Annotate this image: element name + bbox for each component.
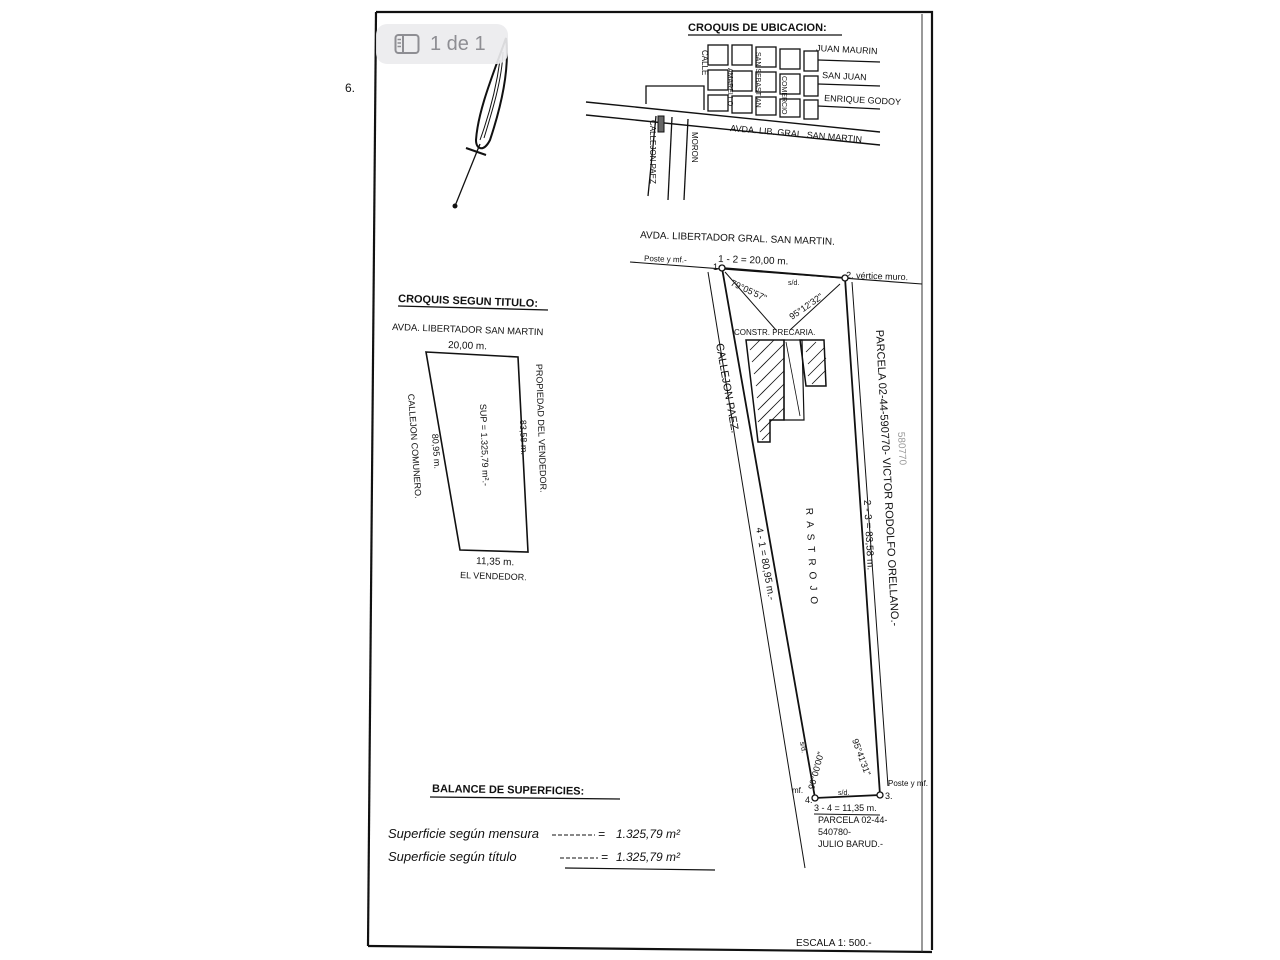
svg-text:SAN JUAN: SAN JUAN — [822, 70, 867, 82]
title-sketch: CROQUIS SEGUN TITULO: AVDA. LIBERTADOR S… — [392, 293, 549, 582]
svg-text:CALLE: CALLE — [700, 50, 709, 75]
svg-text:11,35 m.: 11,35 m. — [476, 556, 515, 568]
svg-text:RASTROJO: RASTROJO — [803, 508, 819, 611]
svg-text:SUP = 1.325,79 m².-: SUP = 1.325,79 m².- — [478, 404, 491, 486]
svg-text:2 - 3 = 83,58 m.: 2 - 3 = 83,58 m. — [861, 500, 876, 571]
svg-text:Poste y mf.-: Poste y mf.- — [644, 254, 687, 264]
location-sketch-title: CROQUIS DE UBICACION: — [688, 22, 827, 34]
svg-text:3 - 4 = 11,35 m.: 3 - 4 = 11,35 m. — [814, 803, 877, 813]
svg-text:EL VENDEDOR.: EL VENDEDOR. — [460, 570, 527, 582]
svg-text:ENRIQUE GODOY: ENRIQUE GODOY — [824, 93, 901, 107]
svg-text:CALLEJON PAEZ: CALLEJON PAEZ — [648, 120, 657, 184]
svg-text:JULIO BARUD.-: JULIO BARUD.- — [818, 839, 883, 849]
svg-text:580770: 580770 — [895, 432, 908, 466]
svg-text:1.: 1. — [713, 262, 721, 272]
frame-bottom — [367, 944, 933, 954]
svg-text:mf.: mf. — [792, 786, 803, 795]
page-indicator-button[interactable]: 1 de 1 — [376, 24, 508, 64]
svg-text:SAN SEBASTIAN: SAN SEBASTIAN — [754, 52, 761, 108]
svg-text:1.325,79 m²: 1.325,79 m² — [616, 827, 681, 841]
sidebar-icon — [394, 34, 420, 54]
svg-text:s/d.: s/d. — [788, 280, 799, 287]
stray-mark: 6. — [345, 81, 355, 95]
svg-text:AMARELLO: AMARELLO — [726, 68, 733, 107]
svg-text:80,95 m.: 80,95 m. — [430, 433, 442, 469]
svg-text:AVDA. LIBERTADOR SAN MARTIN: AVDA. LIBERTADOR SAN MARTIN — [392, 322, 544, 338]
svg-text:=: = — [598, 827, 605, 841]
title-sketch-title: CROQUIS SEGUN TITULO: — [398, 293, 538, 310]
svg-text:PROPIEDAD DEL VENDEDOR.: PROPIEDAD DEL VENDEDOR. — [534, 364, 548, 493]
balance-section: BALANCE DE SUPERFICIES: Superficie según… — [388, 783, 716, 871]
svg-text:Superficie según título: Superficie según título — [388, 849, 517, 864]
svg-text:Poste y mf.: Poste y mf. — [888, 779, 928, 788]
svg-text:s/d.: s/d. — [798, 741, 807, 753]
svg-text:4.: 4. — [805, 795, 813, 805]
svg-text:1 - 2 = 20,00 m.: 1 - 2 = 20,00 m. — [718, 254, 789, 267]
svg-text:1.325,79 m²: 1.325,79 m² — [616, 850, 681, 864]
location-sketch: CROQUIS DE UBICACION: JUAN MAURIN SAN JU… — [585, 22, 901, 201]
svg-text:83,58 m.: 83,58 m. — [518, 420, 529, 455]
frame-top-right — [376, 10, 934, 950]
svg-text:COMERCIO: COMERCIO — [780, 76, 787, 115]
scale-label: ESCALA 1: 500.- — [796, 938, 872, 949]
svg-text:3.: 3. — [885, 791, 893, 801]
svg-text:Superficie según mensura: Superficie según mensura — [388, 826, 539, 841]
svg-text:s/d.: s/d. — [838, 790, 849, 797]
svg-text:540780-: 540780- — [818, 827, 851, 837]
frame-left — [366, 11, 378, 947]
svg-text:PARCELA 02-44-: PARCELA 02-44- — [818, 815, 887, 825]
balance-title: BALANCE DE SUPERFICIES: — [432, 783, 584, 798]
svg-text:2. vértice muro.: 2. vértice muro. — [846, 270, 908, 282]
svg-text:CONSTR. PRECARIA.: CONSTR. PRECARIA. — [734, 328, 815, 337]
svg-text:JUAN MAURIN: JUAN MAURIN — [816, 43, 878, 56]
svg-text:20,00 m.: 20,00 m. — [448, 340, 487, 352]
svg-text:MORON: MORON — [690, 132, 699, 163]
page-indicator-label: 1 de 1 — [430, 32, 486, 55]
svg-text:=: = — [601, 850, 608, 864]
